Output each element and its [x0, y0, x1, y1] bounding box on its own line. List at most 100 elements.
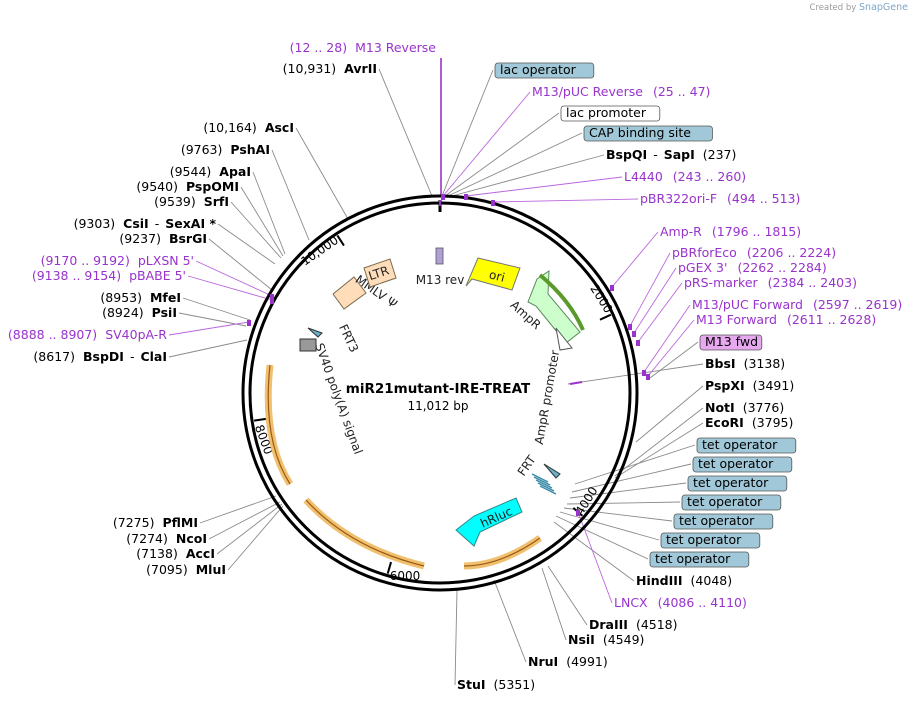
feature-label: LTR — [367, 263, 391, 283]
label-text: (9763)PshAI — [181, 142, 270, 157]
label-position: (2384 .. 2403) — [768, 275, 857, 290]
feature-ltr[interactable]: LTR — [363, 258, 397, 288]
primer-label-pbr322ori-f[interactable]: pBR322ori-F(494 .. 513) — [640, 191, 800, 206]
feature-label-tet-operator[interactable]: tet operator — [681, 494, 782, 511]
label-position: (3795) — [752, 415, 794, 430]
primer-label-prs-marker[interactable]: pRS-marker(2384 .. 2403) — [684, 275, 857, 290]
primer-label-lncx[interactable]: LNCX(4086 .. 4110) — [614, 595, 747, 610]
primer-label-pgex-3[interactable]: pGEX 3'(2262 .. 2284) — [678, 260, 827, 275]
label-text: (9170 .. 9192)pLXSN 5' — [41, 253, 194, 268]
feature-label-tet-operator[interactable]: tet operator — [692, 456, 793, 473]
site-label-stui[interactable]: StuI(5351) — [457, 677, 535, 692]
feature-hrluc[interactable]: hRluc — [455, 497, 543, 570]
label-name: AvrII — [344, 61, 377, 76]
site-label-hindiii[interactable]: HindIII(4048) — [636, 573, 732, 588]
leader-line — [442, 91, 531, 197]
leader-line — [227, 505, 284, 571]
feature-label: AmpR promoter — [532, 349, 562, 445]
label-name: SrfI — [204, 194, 229, 209]
label-position: (7275) — [113, 515, 155, 530]
feature-label-cap-binding-site[interactable]: CAP binding site — [583, 125, 713, 142]
site-label-avrii[interactable]: (10,931)AvrII — [283, 61, 377, 76]
feature-label-lac-promoter[interactable]: lac promoter — [560, 105, 661, 122]
site-label-ecori[interactable]: EcoRI(3795) — [705, 415, 793, 430]
label-position: (9544) — [170, 164, 212, 179]
leader-line — [574, 444, 696, 485]
leader-line — [547, 565, 588, 626]
leader-line — [559, 511, 660, 541]
feature-ampr[interactable]: AmpR — [508, 270, 585, 351]
site-label-apai[interactable]: (9544)ApaI — [170, 164, 251, 179]
label-name: BsrGI — [169, 231, 207, 246]
feature-ampr-promoter[interactable]: AmpR promoter — [532, 349, 562, 445]
primer-label-m13-puc-reverse[interactable]: M13/pUC Reverse(25 .. 47) — [532, 84, 710, 99]
label-position: (1796 .. 1815) — [712, 224, 801, 239]
feature-label-tet-operator[interactable]: tet operator — [660, 532, 761, 549]
feature-label: ori — [488, 267, 507, 284]
site-label-bspqi[interactable]: BspQI-SapI(237) — [606, 147, 736, 162]
feature-box-label: tet operator — [698, 456, 774, 471]
feature-label-tet-operator[interactable]: tet operator — [696, 437, 797, 454]
site-label-asci[interactable]: (10,164)AscI — [203, 120, 294, 135]
tick-mark — [336, 234, 345, 247]
primer-label-pbabe-5[interactable]: (9138 .. 9154)pBABE 5' — [32, 268, 186, 283]
feature-m13-rev[interactable]: M13 rev — [416, 247, 465, 287]
site-label-csii[interactable]: (9303)CsiI-SexAI * — [74, 216, 217, 231]
site-label-pflmi[interactable]: (7275)PflMI — [113, 515, 198, 530]
primer-label-l4440[interactable]: L4440(243 .. 260) — [624, 169, 746, 184]
tick-mark — [386, 561, 393, 574]
primer-label-amp-r[interactable]: Amp-R(1796 .. 1815) — [660, 224, 801, 239]
site-label-bspdi[interactable]: (8617)BspDI-ClaI — [33, 349, 167, 364]
site-label-bbsi[interactable]: BbsI(3138) — [705, 356, 785, 371]
site-label-nrui[interactable]: NruI(4991) — [528, 654, 608, 669]
label-text: Amp-R(1796 .. 1815) — [660, 224, 801, 239]
feature-sv40-poly-a-signal[interactable]: SV40 poly(A) signal — [264, 341, 425, 570]
primer-label-pbrforeco[interactable]: pBRforEco(2206 .. 2224) — [672, 245, 836, 260]
primer-label-plxsn-5[interactable]: (9170 .. 9192)pLXSN 5' — [41, 253, 194, 268]
feature-label-tet-operator[interactable]: tet operator — [649, 551, 750, 568]
feature-frt3[interactable]: FRT3 — [299, 322, 361, 355]
leader-line — [635, 385, 704, 443]
site-label-srfi[interactable]: (9539)SrfI — [154, 194, 229, 209]
feature-label-m13-fwd[interactable]: M13 fwd — [699, 334, 763, 351]
feature-label-lac-operator[interactable]: lac operator — [494, 62, 595, 79]
feature-label-tet-operator[interactable]: tet operator — [687, 475, 788, 492]
label-text: (10,931)AvrII — [283, 61, 377, 76]
label-text: L4440(243 .. 260) — [624, 169, 746, 184]
site-label-acci[interactable]: (7138)AccI — [136, 546, 215, 561]
site-label-bsrgi[interactable]: (9237)BsrGI — [119, 231, 207, 246]
site-label-ncoi[interactable]: (7274)NcoI — [126, 531, 207, 546]
leader-line — [195, 260, 273, 297]
primer-label-m13-forward[interactable]: M13 Forward(2611 .. 2628) — [696, 312, 876, 327]
label-name: PshAI — [230, 142, 270, 157]
snapgene-logo: SnapGene — [859, 2, 908, 13]
label-name: M13/pUC Reverse — [532, 84, 643, 99]
feature-label-tet-operator[interactable]: tet operator — [673, 513, 774, 530]
site-label-psii[interactable]: (8924)PsiI — [102, 305, 177, 320]
site-label-noti[interactable]: NotI(3776) — [705, 400, 784, 415]
site-label-draiii[interactable]: DraIII(4518) — [589, 617, 678, 632]
site-label-pspxi[interactable]: PspXI(3491) — [705, 378, 794, 393]
feature-frt[interactable]: FRT — [515, 452, 561, 495]
leader-line — [611, 231, 659, 288]
site-label-pspomi[interactable]: (9540)PspOMI — [136, 179, 239, 194]
label-text: (9303)CsiI-SexAI * — [74, 216, 217, 231]
site-label-mfei[interactable]: (8953)MfeI — [100, 290, 181, 305]
leader-line — [182, 297, 251, 321]
primer-label-m13-reverse[interactable]: (12 .. 28)M13 Reverse — [290, 40, 437, 55]
site-label-mlui[interactable]: (7095)MluI — [146, 562, 226, 577]
feature-ori[interactable]: ori — [465, 257, 521, 291]
label-name: pGEX 3' — [678, 260, 727, 275]
leader-line — [629, 252, 671, 327]
label-name: M13 Reverse — [355, 40, 436, 55]
site-label-pshai[interactable]: (9763)PshAI — [181, 142, 270, 157]
primer-label-sv40pa-r[interactable]: (8888 .. 8907)SV40pA-R — [8, 327, 167, 342]
label-name: BspQI — [606, 147, 647, 162]
label-name: DraIII — [589, 617, 628, 632]
label-name: LNCX — [614, 595, 648, 610]
primer-label-m13-puc-forward[interactable]: M13/pUC Forward(2597 .. 2619) — [692, 297, 902, 312]
site-label-nsii[interactable]: NsiI(4549) — [568, 632, 644, 647]
label-name: PsiI — [152, 305, 177, 320]
label-position: (4048) — [691, 573, 733, 588]
